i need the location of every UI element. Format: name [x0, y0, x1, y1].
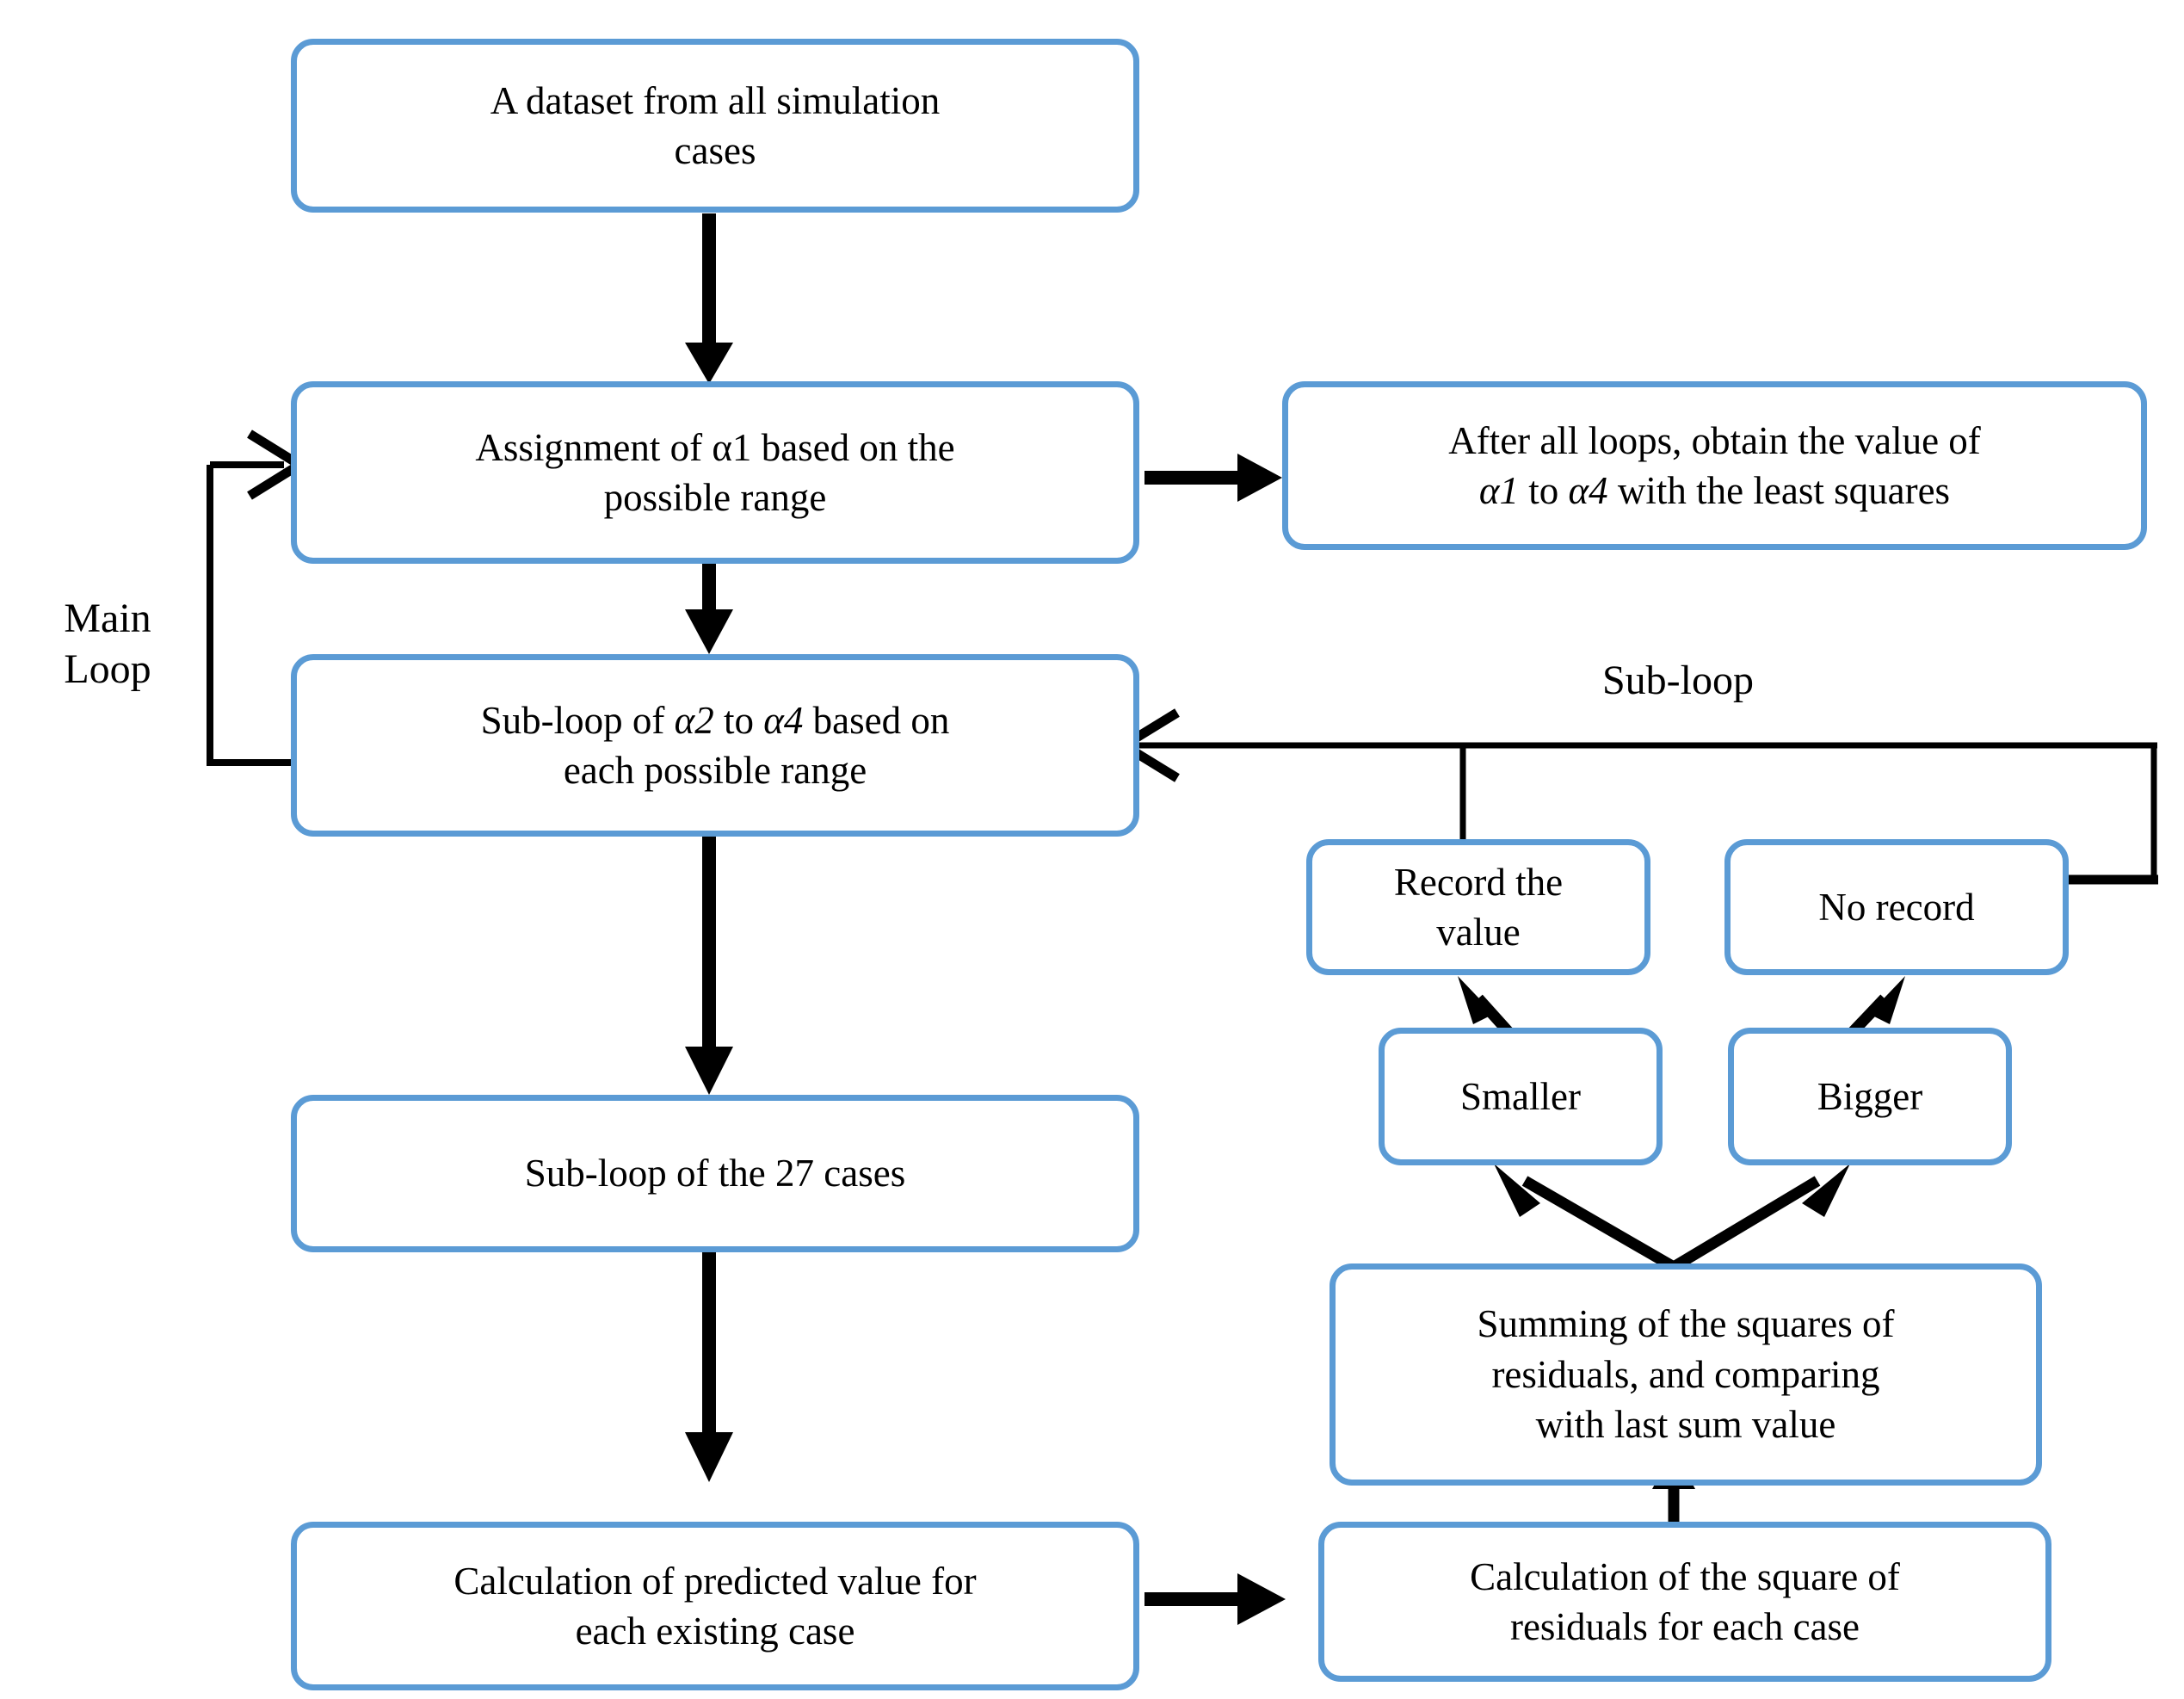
node-summing-line2: residuals, and comparing: [1491, 1352, 1880, 1396]
node-calc-predicted[interactable]: Calculation of predicted value for each …: [291, 1522, 1139, 1690]
node-no-record-line1: No record: [1818, 885, 1975, 929]
edge-record-to-sub-loop-alpha: [1114, 708, 1466, 843]
node-sub-loop-27[interactable]: Sub-loop of the 27 cases: [291, 1095, 1139, 1252]
node-record[interactable]: Record the value: [1306, 839, 1650, 975]
alpha1-symbol: α1: [1478, 469, 1520, 512]
node-summing[interactable]: Summing of the squares of residuals, and…: [1330, 1263, 2042, 1486]
node-no-record[interactable]: No record: [1724, 839, 2069, 975]
label-sub-loop: Sub-loop: [1601, 658, 1754, 703]
node-assignment[interactable]: Assignment of α1 based on the possible r…: [291, 381, 1139, 564]
label-main-loop: Main Loop: [64, 596, 151, 692]
node-record-line1: Record the: [1393, 860, 1564, 904]
node-dataset-line1: A dataset from all simulation: [490, 78, 941, 122]
node-smaller[interactable]: Smaller: [1379, 1028, 1663, 1165]
edge-no-record-to-sub-loop-alpha: [1463, 742, 2158, 885]
node-after-loops-mid: to: [1519, 469, 1569, 512]
node-assignment-line1-b: based on the: [751, 425, 955, 469]
alpha1-symbol: α1: [712, 425, 752, 469]
node-calc-residuals-line2: residuals for each case: [1509, 1605, 1860, 1648]
node-sub-loop-alpha-line1-a: Sub-loop of: [480, 698, 675, 742]
node-summing-line3: with last sum value: [1535, 1403, 1836, 1447]
node-calc-predicted-line1: Calculation of predicted value for: [453, 1559, 977, 1603]
node-after-loops-line2-b: with the least squares: [1607, 469, 1951, 512]
alpha4-symbol: α4: [763, 698, 804, 742]
node-summing-line1: Summing of the squares of: [1477, 1302, 1895, 1346]
edge-summing-to-smaller: [1494, 1164, 1677, 1272]
edge-dataset-to-assignment: [685, 213, 733, 384]
node-record-line2: value: [1436, 911, 1521, 954]
node-after-loops[interactable]: After all loops, obtain the value of α1 …: [1282, 381, 2147, 550]
edge-assignment-to-after-loops: [1144, 454, 1282, 502]
edge-bigger-to-no-record: [1848, 976, 1905, 1037]
edge-assignment-to-sub-loop-alpha: [685, 564, 733, 654]
node-sub-loop-alpha[interactable]: Sub-loop of α2 to α4 based on each possi…: [291, 654, 1139, 837]
edge-sub-loop-27-to-calc-predicted: [685, 1252, 733, 1482]
node-assignment-line2: possible range: [603, 476, 827, 519]
node-bigger[interactable]: Bigger: [1728, 1028, 2012, 1165]
alpha4-symbol: α4: [1568, 469, 1608, 512]
edge-smaller-to-record: [1458, 976, 1514, 1037]
node-smaller-line1: Smaller: [1460, 1074, 1581, 1118]
edge-calc-predicted-to-calc-residuals: [1144, 1573, 1286, 1625]
edge-sub-loop-alpha-to-assignment: [207, 429, 309, 766]
node-assignment-line1-a: Assignment of: [475, 425, 713, 469]
edge-summing-to-bigger: [1670, 1164, 1850, 1272]
node-sub-loop-27-line1: Sub-loop of the 27 cases: [524, 1152, 906, 1195]
node-sub-loop-alpha-mid: to: [713, 698, 764, 742]
node-bigger-line1: Bigger: [1817, 1074, 1923, 1118]
node-after-loops-line1: After all loops, obtain the value of: [1448, 418, 1981, 462]
node-calc-residuals-line1: Calculation of the square of: [1470, 1554, 1900, 1598]
node-dataset-line2: cases: [674, 129, 756, 172]
node-calc-residuals[interactable]: Calculation of the square of residuals f…: [1318, 1522, 2051, 1682]
node-sub-loop-alpha-line2: each possible range: [563, 749, 867, 792]
edge-sub-loop-alpha-to-sub-loop-27: [685, 837, 733, 1095]
node-calc-predicted-line2: each existing case: [575, 1609, 855, 1653]
node-sub-loop-alpha-line1-b: based on: [803, 698, 950, 742]
node-dataset[interactable]: A dataset from all simulation cases: [291, 39, 1139, 213]
alpha2-symbol: α2: [674, 698, 714, 742]
